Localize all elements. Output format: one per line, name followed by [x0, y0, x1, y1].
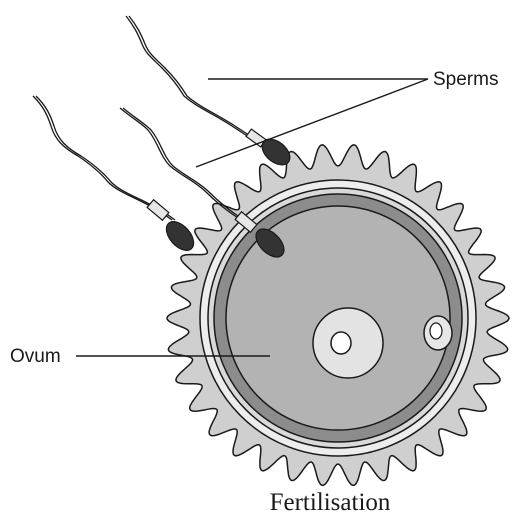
sperm-top [126, 16, 295, 170]
sperm-left [33, 96, 199, 255]
nucleus [313, 308, 383, 378]
figure-caption: Fertilisation [270, 489, 391, 516]
ovum-label: Ovum [10, 346, 61, 367]
polar-body [424, 316, 452, 350]
sperms-label: Sperms [433, 69, 498, 90]
